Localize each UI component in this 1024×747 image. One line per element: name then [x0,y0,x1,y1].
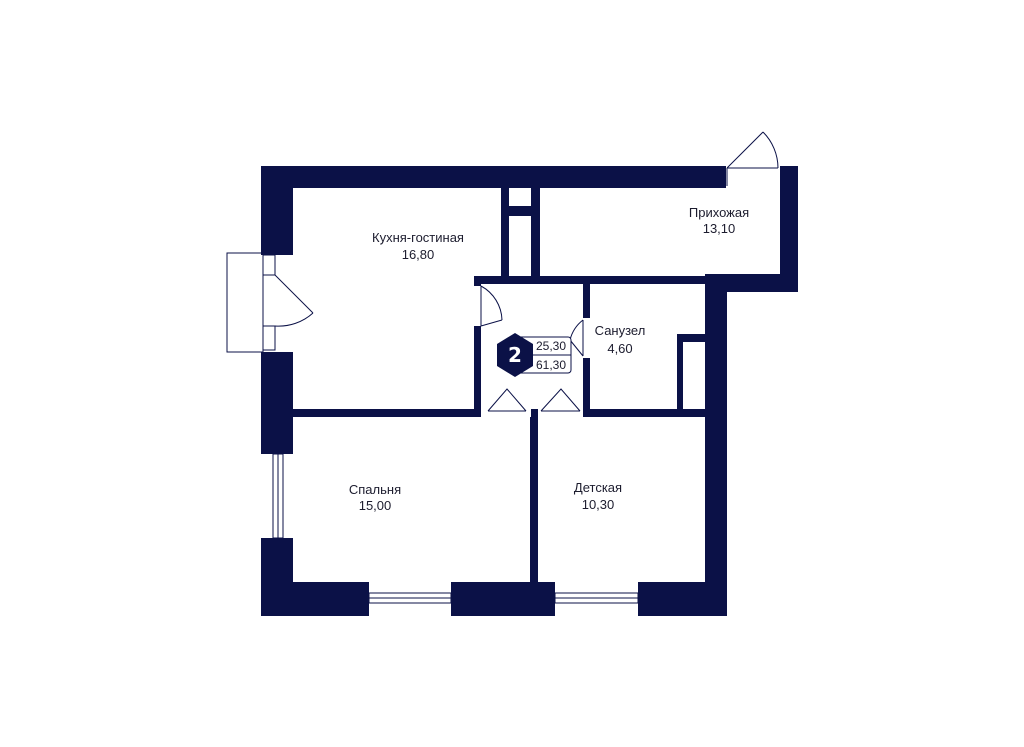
room-area-nursery: 10,30 [582,497,615,512]
nursery-door-swing [540,388,581,412]
room-name-hallway: Прихожая [689,205,749,220]
door-gap-bathroom [583,318,590,358]
outer-wall-top [261,166,727,188]
balcony-door-swing [274,312,314,327]
window-gap-nursery [555,582,638,616]
window-gaps [261,166,780,616]
walls [261,166,798,616]
living-area: 25,30 [536,339,566,353]
apartment-badge: 2 25,30 61,30 [497,333,572,377]
balcony-frame-top [262,254,276,276]
partition-kitchen-right [501,186,509,284]
kitchen-door-swing [480,285,503,321]
room-name-bathroom: Санузел [595,323,646,338]
entrance-door-swing [762,131,779,169]
window-gap-bedroom-side [261,454,293,538]
windows [226,252,639,604]
kitchen-door-edge [480,319,503,327]
room-area-bathroom: 4,60 [607,341,632,356]
partition-corridor-left [474,276,481,416]
bedroom-door-swing [487,388,527,412]
room-area-bedroom: 15,00 [359,498,392,513]
outer-wall-left [261,166,293,616]
room-area-kitchen-living: 16,80 [402,247,435,262]
door-gap-nursery [538,409,583,417]
entrance-wall-bottom [705,274,798,292]
total-area: 61,30 [536,358,566,372]
room-name-bedroom: Спальня [349,482,401,497]
rooms-count: 2 [508,343,522,367]
rooms-count-hexagon [497,333,533,377]
entrance-door-gap [726,166,780,188]
door-gap-bedroom [481,409,531,417]
bathroom-door-edge [569,339,584,357]
room-name-kitchen-living: Кухня-гостиная [372,230,464,245]
door-gap-kitchen [474,286,481,326]
shaft-bottom [509,276,531,284]
partition-corridor-top-right [540,276,705,284]
partition-bedroom-nursery [530,409,538,584]
entrance-door-leaf [726,131,764,169]
balcony-door-leaf [274,274,314,314]
niche-left [677,334,683,416]
partition-corridor-top-left [474,276,509,284]
outer-wall-right [705,282,727,616]
balcony [226,252,264,353]
window-gap-bedroom [369,582,451,616]
balcony-frame-bottom [262,325,276,351]
room-area-hallway: 13,10 [703,221,736,236]
doors [274,131,779,412]
balcony-door-gap [261,255,293,352]
room-name-nursery: Детская [574,480,622,495]
outer-wall-bottom [261,582,727,616]
bathroom-door-swing [569,319,584,341]
shaft-divider [509,206,531,216]
niche-top [677,334,705,342]
entrance-wall-right [780,166,798,292]
partition-shaft-right [531,186,540,284]
